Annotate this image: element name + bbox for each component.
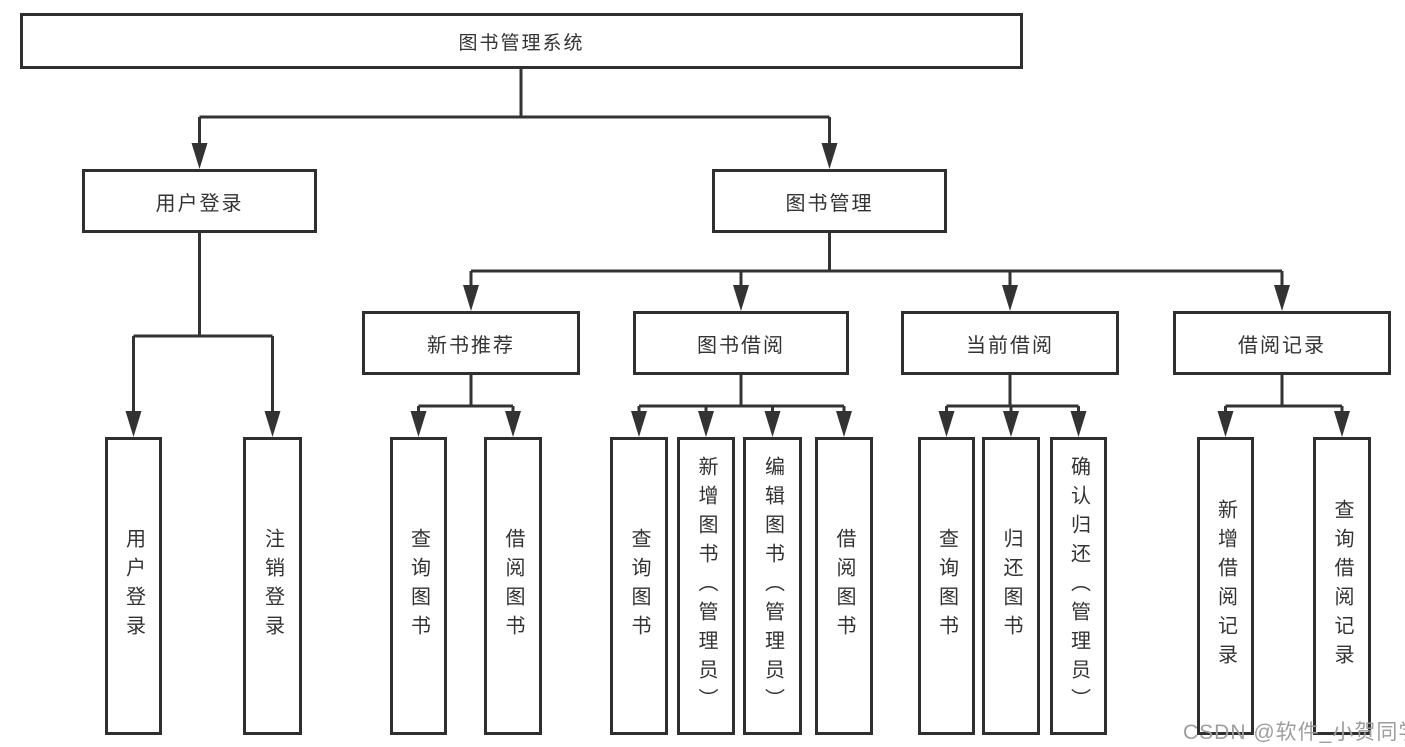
node-root-library-system: 图书管理系统 [20,13,1023,69]
node-borrow-record: 借阅记录 [1173,311,1391,375]
leaf-borrow-books: 借阅图书 [815,437,873,735]
arrowhead [1003,411,1019,437]
arrowhead [410,411,427,437]
arrowhead [191,143,208,169]
edge-newbook-to-leaves [417,375,515,413]
edge-currentborrow-to-leaves [945,375,1080,413]
node-user-login: 用户登录 [82,169,317,233]
leaf-return-book: 归还图书 [982,437,1040,735]
leaf-logout-login: 注销登录 [243,437,302,735]
arrowhead [463,285,479,311]
arrowhead [264,411,281,437]
leaf-query-books-borrow: 查询图书 [610,437,668,735]
leaf-confirm-return-admin: 确认归还（管理员） [1050,437,1107,735]
leaf-query-books-recommend: 查询图书 [390,437,447,735]
arrowhead [1217,411,1234,437]
arrowhead [698,411,714,437]
arrowhead [505,411,521,437]
arrowhead [764,411,781,437]
arrowhead [1070,411,1087,437]
node-book-management: 图书管理 [712,169,947,233]
node-book-borrow: 图书借阅 [633,311,849,375]
arrowhead [836,411,852,437]
arrowhead [125,411,142,437]
node-new-book-recommend: 新书推荐 [362,311,580,375]
edge-bookmgmt-to-level3 [469,233,1284,287]
leaf-edit-book-admin: 编辑图书（管理员） [743,437,802,735]
edge-root-to-level2 [198,69,831,145]
arrowhead [821,143,838,169]
arrowhead [733,285,749,311]
leaf-borrow-books-recommend: 借阅图书 [484,437,542,735]
edge-userlogin-to-leaves [132,233,274,413]
arrowhead [631,411,647,437]
edge-borrowrecord-to-leaves [1224,375,1344,413]
leaf-add-book-admin: 新增图书（管理员） [677,437,735,735]
arrowhead [1274,285,1290,311]
leaf-user-login: 用户登录 [105,437,162,735]
arrowhead [1002,285,1018,311]
arrowhead [938,411,955,437]
leaf-add-borrow-record: 新增借阅记录 [1197,437,1254,735]
leaf-query-books-current: 查询图书 [918,437,975,735]
arrowhead [1334,411,1350,437]
leaf-query-borrow-record: 查询借阅记录 [1313,437,1371,735]
node-current-borrow: 当前借阅 [901,311,1119,375]
edge-bookborrow-to-leaves [637,375,846,413]
